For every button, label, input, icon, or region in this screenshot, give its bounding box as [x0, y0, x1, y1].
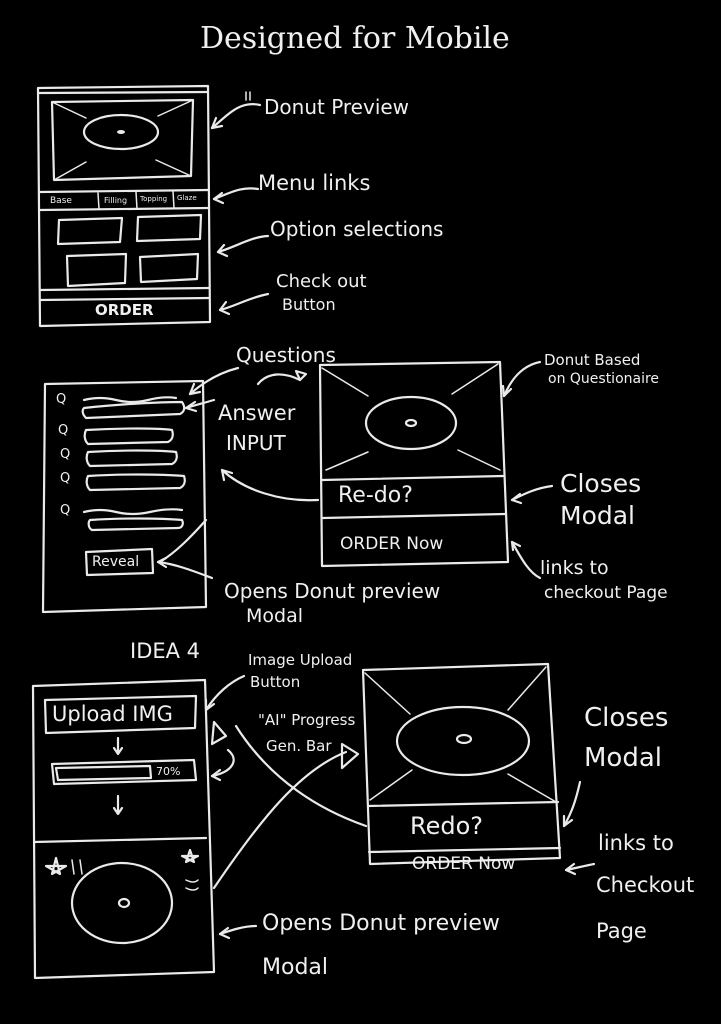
label-closes-modal-4-1: Closes: [584, 703, 669, 733]
arrow-image-upload: [204, 674, 246, 712]
arrow-closes-modal-4: [562, 780, 582, 828]
label-option-selections: Option selections: [270, 217, 444, 241]
order-now-button[interactable]: ORDER Now: [340, 534, 444, 554]
label-opens-preview-2: Modal: [246, 605, 303, 627]
label-closes-modal-4-2: Modal: [584, 743, 662, 773]
tab-topping[interactable]: Topping: [140, 195, 168, 203]
arrow-ai-progress: [210, 748, 235, 778]
arrow-opens-preview: [156, 560, 214, 580]
arrow-redo-back: [220, 468, 320, 502]
label-image-upload-2: Button: [250, 673, 301, 691]
label-links-checkout-2: checkout Page: [544, 583, 668, 603]
label-links-checkout-1: links to: [540, 557, 609, 579]
arrow-questions: [188, 366, 240, 396]
label-opens-preview-4-2: Modal: [262, 955, 328, 980]
question-marker: Q: [56, 392, 67, 407]
label-donut-based-2: on Questionaire: [548, 371, 660, 387]
idea4-phone-frame: [31, 678, 216, 980]
arrow-cross-2: [212, 750, 348, 890]
label-closes-modal-1: Closes: [560, 469, 642, 498]
arrow-cross-1: [234, 724, 368, 828]
arrow-option-selections: [216, 234, 270, 254]
redo-button[interactable]: Re-do?: [338, 483, 413, 508]
order-now-button-4[interactable]: ORDER Now: [412, 854, 516, 874]
label-opens-preview-4-1: Opens Donut preview: [262, 911, 500, 936]
label-menu-links: Menu links: [258, 171, 371, 195]
question-marker: Q: [60, 471, 71, 486]
arrow-closes-modal: [510, 484, 554, 502]
label-answer-input-2: INPUT: [226, 431, 286, 455]
redo-button-4[interactable]: Redo?: [410, 812, 484, 840]
arrow-donut-based: [502, 360, 542, 398]
tab-base[interactable]: Base: [50, 196, 72, 206]
label-donut-preview: Donut Preview: [264, 95, 410, 119]
label-image-upload-1: Image Upload: [248, 651, 353, 669]
idea1-phone-frame: [36, 84, 212, 328]
upload-img-button[interactable]: Upload IMG: [52, 702, 173, 726]
question-marker: Q: [58, 423, 69, 438]
tab-filling[interactable]: Filling: [104, 196, 128, 205]
arrow-links-checkout: [510, 540, 542, 580]
idea3-modal-frame: [318, 360, 510, 568]
order-button[interactable]: ORDER: [95, 301, 154, 319]
label-links-checkout-4-3: Page: [596, 919, 647, 943]
label-links-checkout-4-1: links to: [598, 831, 674, 855]
label-closes-modal-2: Modal: [560, 501, 635, 530]
label-opens-preview-1: Opens Donut preview: [224, 579, 441, 603]
label-ai-progress-1: "AI" Progress: [258, 711, 356, 729]
label-answer-input-1: Answer: [218, 401, 296, 425]
question-marker: Q: [60, 447, 71, 462]
label-links-checkout-4-2: Checkout: [596, 873, 695, 897]
label-ai-progress-2: Gen. Bar: [266, 737, 332, 755]
idea3-phone-frame: [41, 379, 208, 614]
label-donut-based-1: Donut Based: [544, 351, 641, 369]
idea4-heading: IDEA 4: [130, 639, 201, 663]
arrow-answer-input-up: [256, 373, 302, 386]
tab-glaze[interactable]: Glaze: [177, 194, 197, 202]
idea4-modal-frame: [361, 662, 562, 866]
question-marker: Q: [60, 503, 71, 518]
label-checkout-button-1: Check out: [276, 271, 367, 292]
arrow-checkout-button: [218, 292, 270, 312]
reveal-button[interactable]: Reveal: [92, 554, 140, 570]
arrow-donut-preview: [210, 103, 262, 130]
label-checkout-button-2: Button: [282, 295, 336, 314]
page-title: Designed for Mobile: [200, 21, 510, 56]
arrow-marker-left: [210, 720, 228, 746]
progress-percent: 70%: [156, 765, 181, 778]
label-questions: Questions: [236, 343, 336, 367]
